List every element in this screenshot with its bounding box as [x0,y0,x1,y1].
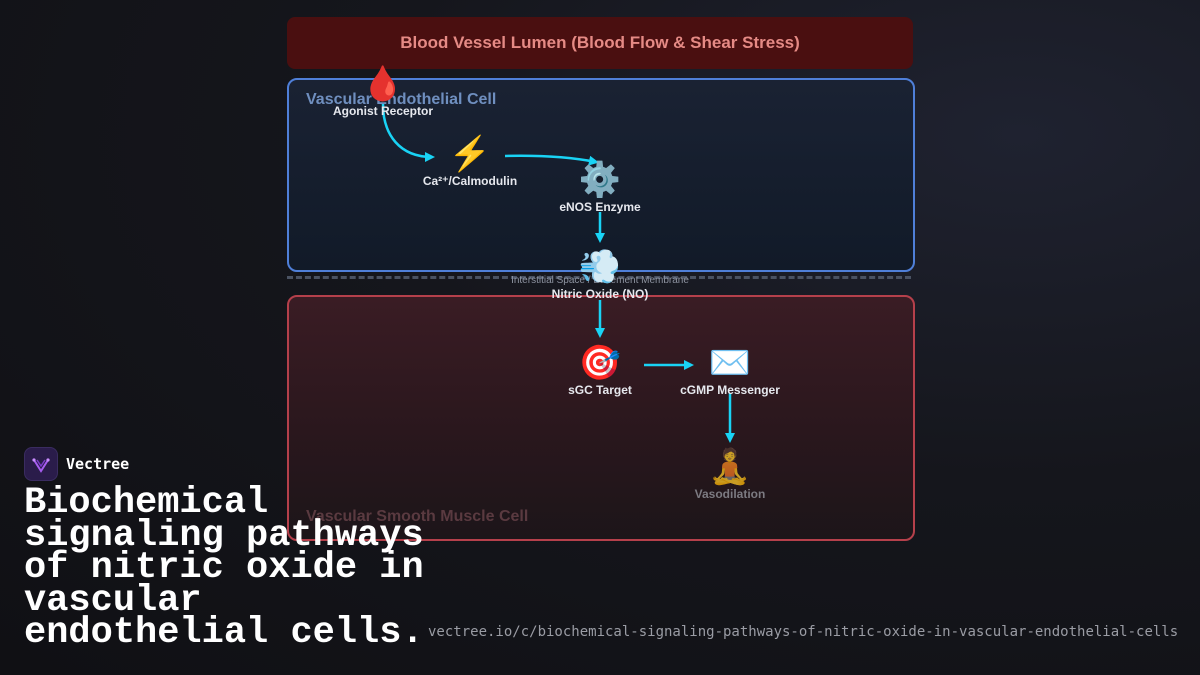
node-calcium-calmodulin: ⚡ Ca²⁺/Calmodulin [390,134,550,188]
node-cgmp-messenger: ✉️ cGMP Messenger [650,343,810,397]
target-icon: 🎯 [578,344,622,382]
vasodilation-label: Vasodilation [694,487,766,501]
gear-icon: ⚙️ [578,161,622,199]
vectree-logo-icon [24,447,58,481]
brand-name: Vectree [66,455,130,473]
nitric-oxide-label: Nitric Oxide (NO) [551,287,649,301]
smooth-muscle-cell-title: Vascular Smooth Muscle Cell [306,508,529,525]
blood-vessel-lumen: Blood Vessel Lumen (Blood Flow & Shear S… [287,17,913,69]
meditating-person-icon: 🧘 [708,448,752,486]
smooth-muscle-cell-box: Vascular Smooth Muscle Cell [287,295,915,541]
blood-drop-icon: 🩸 [361,65,405,103]
lightning-icon: ⚡ [448,135,492,173]
sgc-target-label: sGC Target [568,383,632,397]
page-url[interactable]: vectree.io/c/biochemical-signaling-pathw… [428,624,1179,640]
endothelial-cell-title: Vascular Endothelial Cell [306,91,497,108]
enos-enzyme-label: eNOS Enzyme [559,200,641,214]
node-sgc-target: 🎯 sGC Target [520,343,680,397]
calcium-calmodulin-label: Ca²⁺/Calmodulin [422,174,518,188]
node-enos-enzyme: ⚙️ eNOS Enzyme [520,160,680,214]
node-agonist-receptor: 🩸 Agonist Receptor [303,64,463,118]
node-nitric-oxide: 💨 Nitric Oxide (NO) [520,247,680,301]
envelope-icon: ✉️ [708,344,752,382]
page-headline: Biochemical signaling pathways of nitric… [24,482,424,654]
basement-membrane-divider [287,276,911,279]
agonist-receptor-label: Agonist Receptor [332,104,433,118]
membrane-label: Interstitial Space / Basement Membrane [511,275,689,286]
node-vasodilation: 🧘 Vasodilation [650,447,810,501]
brand: Vectree [24,447,129,481]
lumen-label: Blood Vessel Lumen (Blood Flow & Shear S… [400,33,800,52]
cgmp-messenger-label: cGMP Messenger [680,383,780,397]
dash-puff-icon: 💨 [578,248,622,286]
